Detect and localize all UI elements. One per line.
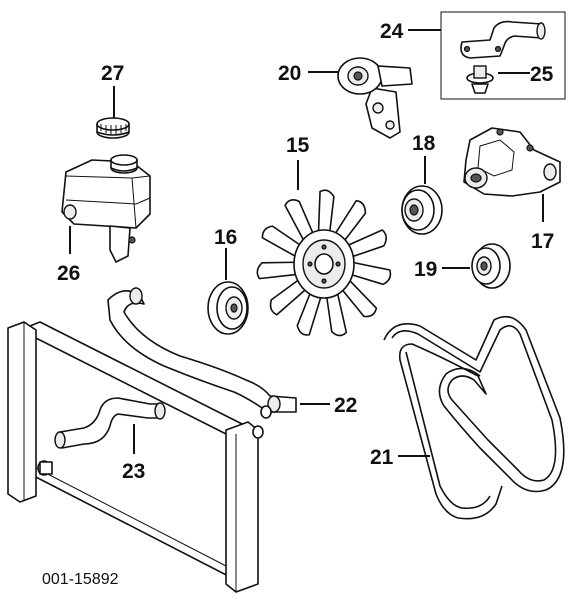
callout-25: 25 [530, 63, 554, 86]
fan-blade-vane [349, 261, 392, 286]
tensioner-bracket [365, 87, 401, 139]
callout-21: 21 [370, 446, 394, 469]
fan-blade-vane [325, 290, 348, 337]
radiator-cap: 27 [96, 62, 130, 139]
fan-blade-vane [317, 189, 335, 235]
callout-17: 17 [531, 230, 554, 253]
fan-blade-vane [333, 199, 367, 243]
radiator-left-tank [7, 321, 37, 503]
idler-pulley-upper: 18 [401, 132, 443, 235]
housing-bolt-hole [494, 45, 502, 53]
callout-19: 19 [414, 258, 437, 281]
radiator-right-tank [225, 421, 259, 593]
serpentine-belt: 21 [370, 315, 565, 520]
callout-26: 26 [57, 262, 80, 285]
water-pump: 17 [463, 127, 561, 253]
housing-bolt-hole [463, 45, 471, 53]
figure-code: 001-15892 [42, 571, 119, 588]
radiator-inlet [252, 425, 264, 439]
callout-23: 23 [122, 460, 145, 483]
callout-27: 27 [101, 62, 124, 85]
fan-blade-vane [345, 229, 387, 258]
callout-16: 16 [214, 226, 237, 249]
coolant-reservoir: 26 [57, 154, 151, 285]
callout-15: 15 [286, 134, 310, 157]
callout-24: 24 [380, 20, 404, 43]
upper-radiator-hose: 22 [107, 287, 357, 419]
fan-blade-vane [284, 199, 315, 243]
reservoir-hose-port [63, 204, 77, 220]
fan-blade-vane [256, 261, 299, 280]
fan-blade-vane [269, 278, 308, 316]
fan-blade-vane [340, 278, 378, 318]
thermostat-housing-group: 24 25 [380, 11, 566, 100]
callout-18: 18 [412, 132, 436, 155]
tensioner: 20 [278, 57, 413, 139]
tensioner-arm [377, 65, 413, 87]
lower-radiator-hose: 23 [54, 397, 166, 483]
fan-blade-vane [261, 225, 303, 258]
callout-20: 20 [278, 62, 301, 85]
fan-blade: 15 [256, 134, 392, 337]
callout-22: 22 [334, 394, 357, 417]
reservoir-mount [109, 225, 131, 263]
housing-outlet [536, 22, 546, 40]
thermostat-box-frame [440, 11, 566, 100]
thermostat-housing [460, 20, 543, 59]
fan-clutch-spacer: 16 [207, 226, 249, 335]
thermostat [466, 65, 494, 94]
idler-pulley-lower: 19 [414, 243, 511, 289]
radiator [7, 321, 264, 593]
fan-blade-vane [296, 290, 323, 336]
